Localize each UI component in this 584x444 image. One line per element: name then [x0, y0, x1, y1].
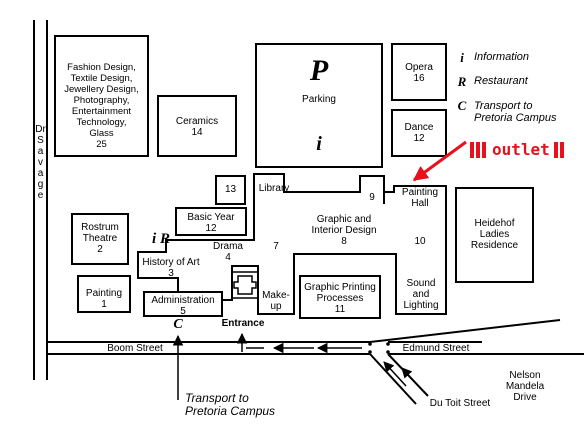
info-restaurant-symbol: i R [152, 231, 170, 247]
du-toit-line [369, 353, 417, 405]
label-basic-year: Basic Year 12 [187, 212, 235, 234]
legend-transport-symbol: C [457, 98, 467, 113]
label-entrance: Entrance [221, 318, 265, 329]
legend-info-symbol: i [460, 50, 464, 65]
legend-restaurant-label: Restaurant [474, 75, 528, 87]
building-printing [299, 275, 381, 319]
label-du-toit: Du Toit Street [429, 398, 491, 409]
label-fashion: Fashion Design, Textile Design, Jeweller… [64, 62, 139, 150]
building-13 [215, 175, 246, 205]
label-7: 7 [273, 241, 279, 252]
label-makeup: Make- up [262, 290, 290, 312]
label-ceramics: Ceramics 14 [175, 116, 219, 138]
outlet-label: outlet [492, 140, 550, 159]
legend-restaurant-symbol: R [457, 74, 467, 89]
label-dance: Dance 12 [404, 122, 434, 144]
legend-transport-label: Transport to Pretoria Campus [474, 100, 557, 124]
traffic-arrow [383, 361, 407, 387]
label-edmund-street: Edmund Street [402, 343, 470, 354]
legend-info-label: Information [474, 51, 530, 63]
information-symbol: i [316, 133, 322, 155]
label-dr-savage: Dr S a v a g e [35, 124, 46, 201]
main-complex-outline [137, 173, 447, 315]
label-graphic-interior: Graphic and Interior Design 8 [311, 214, 377, 247]
nelson-mandela-line [369, 319, 561, 343]
building-rostrum [71, 213, 129, 265]
outlet-bar [476, 142, 480, 158]
outlet-bar [553, 142, 558, 158]
building-ceramics [157, 95, 237, 157]
crossing-dot [368, 342, 372, 346]
outlet-bar [470, 142, 474, 158]
building-heidehof [455, 187, 534, 283]
label-administration: Administration 5 [151, 295, 215, 317]
building-opera [391, 43, 447, 101]
label-opera: Opera 16 [405, 62, 433, 84]
label-parking: Parking [302, 94, 336, 105]
crossing-dot [386, 350, 390, 354]
label-sound-lighting: Sound and Lighting [403, 278, 439, 311]
label-9: 9 [369, 192, 375, 203]
label-history-of-art: History of Art 3 [142, 257, 200, 279]
label-10: 10 [414, 236, 426, 247]
label-printing: Graphic Printing Processes 11 [304, 282, 376, 315]
outlet-bar [559, 142, 564, 158]
label-library: Library [258, 183, 290, 194]
courtyard-symbol [231, 271, 259, 299]
label-drama: Drama 4 [212, 241, 243, 263]
outlet-bar [482, 142, 486, 158]
building-dance [391, 109, 447, 157]
traffic-arrow [401, 367, 425, 393]
label-heidehof: Heidehof Ladies Residence [470, 218, 519, 251]
building-administration [143, 291, 223, 317]
crossing-dot [386, 342, 390, 346]
label-boom-street: Boom Street [107, 343, 163, 354]
label-painting: Painting 1 [85, 288, 123, 310]
label-nelson-mandela: Nelson Mandela Drive [505, 370, 545, 403]
outlet-arrow [412, 140, 467, 182]
label-13: 13 [224, 184, 237, 195]
building-painting [77, 275, 131, 313]
building-fashion [54, 35, 149, 157]
label-rostrum: Rostrum Theatre 2 [81, 222, 119, 255]
building-parking [255, 43, 383, 168]
label-transport-bottom: Transport to Pretoria Campus [185, 391, 276, 418]
outlet-badge: outlet [470, 142, 566, 158]
label-painting-hall: Painting Hall [401, 187, 439, 209]
building-basic-year [175, 207, 247, 236]
parking-symbol: P [309, 54, 329, 87]
transport-symbol: C [173, 317, 183, 332]
crossing-dot [368, 350, 372, 354]
